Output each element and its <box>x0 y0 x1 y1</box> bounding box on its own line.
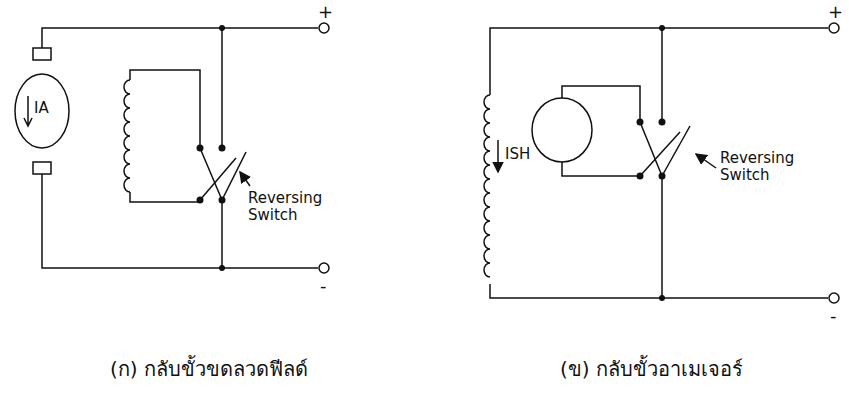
terminal-sign: - <box>830 306 837 326</box>
switch-label: Reversing Switch <box>720 150 800 183</box>
current-label: ISH <box>505 146 530 163</box>
terminal-sign: + <box>828 2 843 22</box>
terminal-sign: - <box>320 276 327 296</box>
current-label: IA <box>34 100 49 117</box>
motor-armature: IA <box>14 62 70 160</box>
caption: (ข) กลับขั้วอาเมเจอร์ <box>560 358 743 380</box>
terminal-sign: + <box>318 2 333 22</box>
caption: (ก) กลับขั้วขดลวดฟีลด์ <box>110 358 308 380</box>
switch-label: Reversing Switch <box>248 190 328 223</box>
